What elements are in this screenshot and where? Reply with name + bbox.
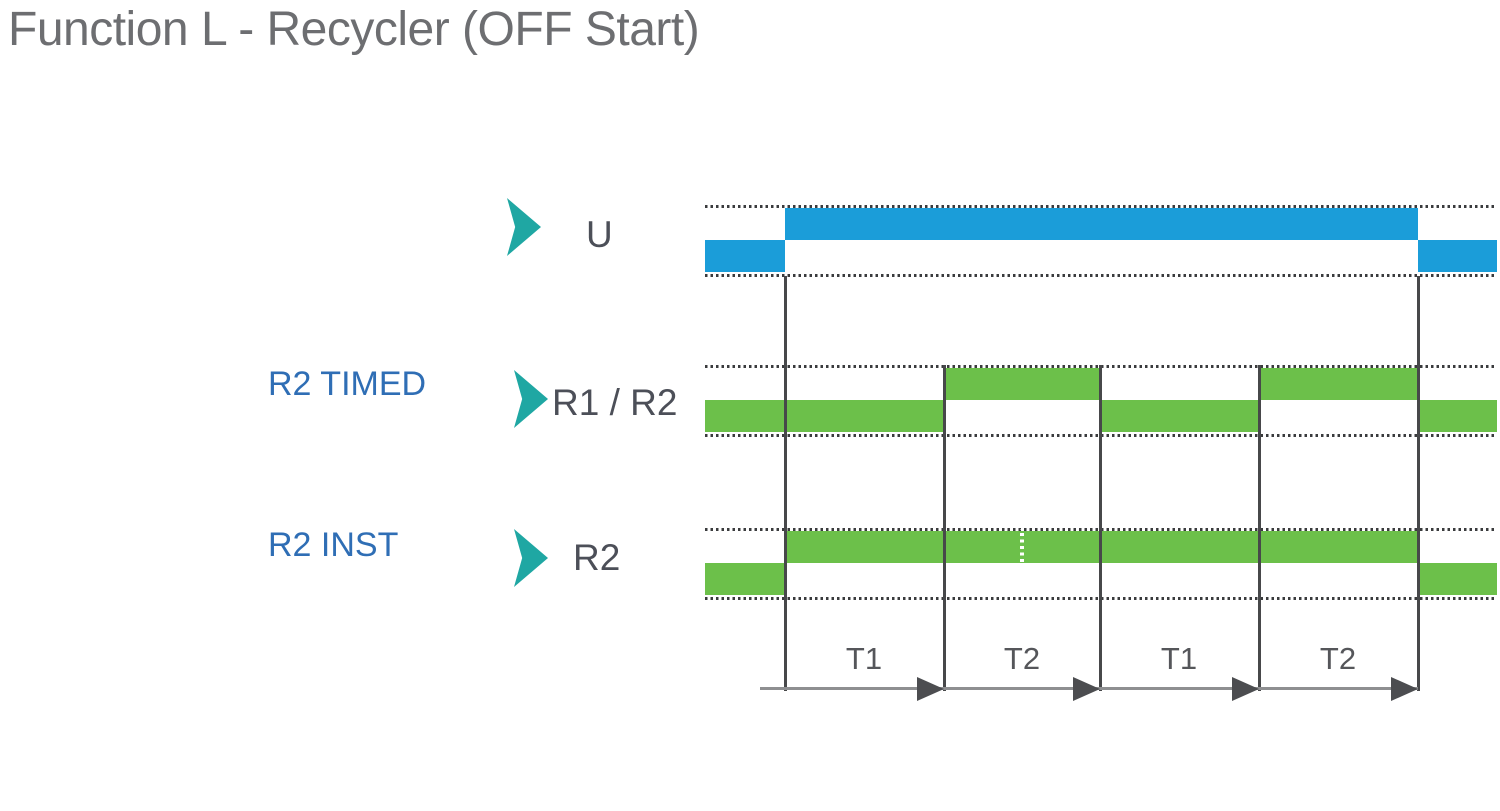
signal-segment-bar [1418,563,1497,595]
signal-name-label: R2 [573,537,621,578]
signal-side-label: R2 TIMED [268,365,427,403]
chevron-right-icon [514,370,548,428]
signal-segment-bar [705,563,785,595]
time-boundary-line [1258,365,1261,691]
signal-name-label: U [586,214,613,255]
signal-segment-bar [705,240,785,272]
signal-segment-bar [1418,240,1497,272]
dotted-level-line [705,205,1497,208]
signal-segment-bar [1418,400,1497,432]
signal-segment-bar [1100,400,1259,432]
time-interval-label: T2 [1003,641,1041,676]
signal-name-label: R1 / R2 [552,382,678,423]
signal-segment-bar [944,368,1100,400]
time-boundary-line [784,276,787,691]
signal-segment-bar [705,400,944,432]
arrowhead-icon [1073,677,1100,701]
page-title: Function L - Recycler (OFF Start) [8,3,700,56]
chevron-right-icon [514,529,548,587]
dotted-level-line [705,274,1497,277]
white-dotted-tick [1020,529,1024,562]
signal-side-label: R2 INST [268,526,399,564]
time-boundary-line [943,365,946,691]
chevron-right-icon [507,198,541,256]
arrowhead-icon [1391,677,1418,701]
time-boundary-line [1417,276,1420,691]
arrowhead-icon [1232,677,1259,701]
time-boundary-line [1099,365,1102,691]
time-interval-label: T1 [845,641,883,676]
arrowhead-icon [917,677,944,701]
time-interval-label: T1 [1160,641,1198,676]
signal-segment-bar [1259,368,1418,400]
time-interval-label: T2 [1319,641,1357,676]
signal-segment-bar [785,208,1418,240]
